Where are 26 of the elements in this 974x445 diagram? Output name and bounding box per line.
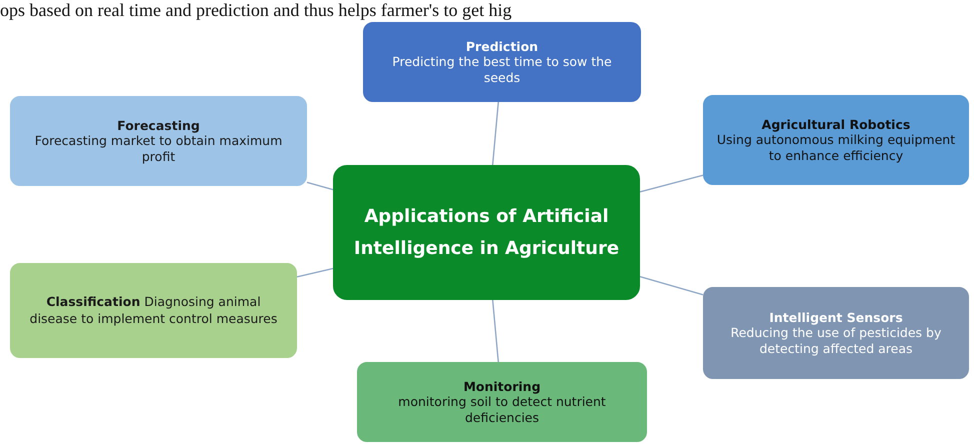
connector-line: [640, 174, 704, 192]
application-box: [703, 287, 969, 379]
application-box: [703, 95, 969, 185]
application-title: Prediction: [466, 38, 538, 54]
application-description: Predicting the best time to sow the seeds: [391, 54, 613, 86]
application-title: Forecasting: [117, 118, 200, 134]
connector-line: [640, 276, 704, 296]
application-box: [357, 362, 647, 442]
application-description: Using autonomous milking equipment to enhance efficiency: [716, 132, 956, 164]
connector-line: [306, 182, 334, 190]
central-topic-box: [333, 165, 640, 300]
application-box: [10, 263, 297, 358]
connector-line: [296, 268, 334, 278]
application-description: monitoring soil to detect nutrient deficiencies: [397, 394, 607, 426]
application-box: [363, 22, 641, 102]
central-topic-title: Applications of Artificial Intelligence in Agriculture: [352, 205, 620, 260]
application-description: Classification Diagnosing animal disease to implement control measures: [28, 294, 278, 327]
application-title: Monitoring: [463, 378, 541, 394]
application-title: Intelligent Sensors: [769, 310, 903, 326]
application-box: [10, 96, 307, 186]
connector-line: [492, 300, 499, 362]
body-text-line: ops based on real time and prediction and thus helps farmer's to get hig: [0, 0, 512, 20]
application-description: Forecasting market to obtain maximum profit: [34, 133, 284, 164]
application-description: Reducing the use of pesticides by detecting affected areas: [730, 325, 942, 356]
application-title: Agricultural Robotics: [762, 116, 910, 132]
connector-line: [492, 102, 500, 166]
